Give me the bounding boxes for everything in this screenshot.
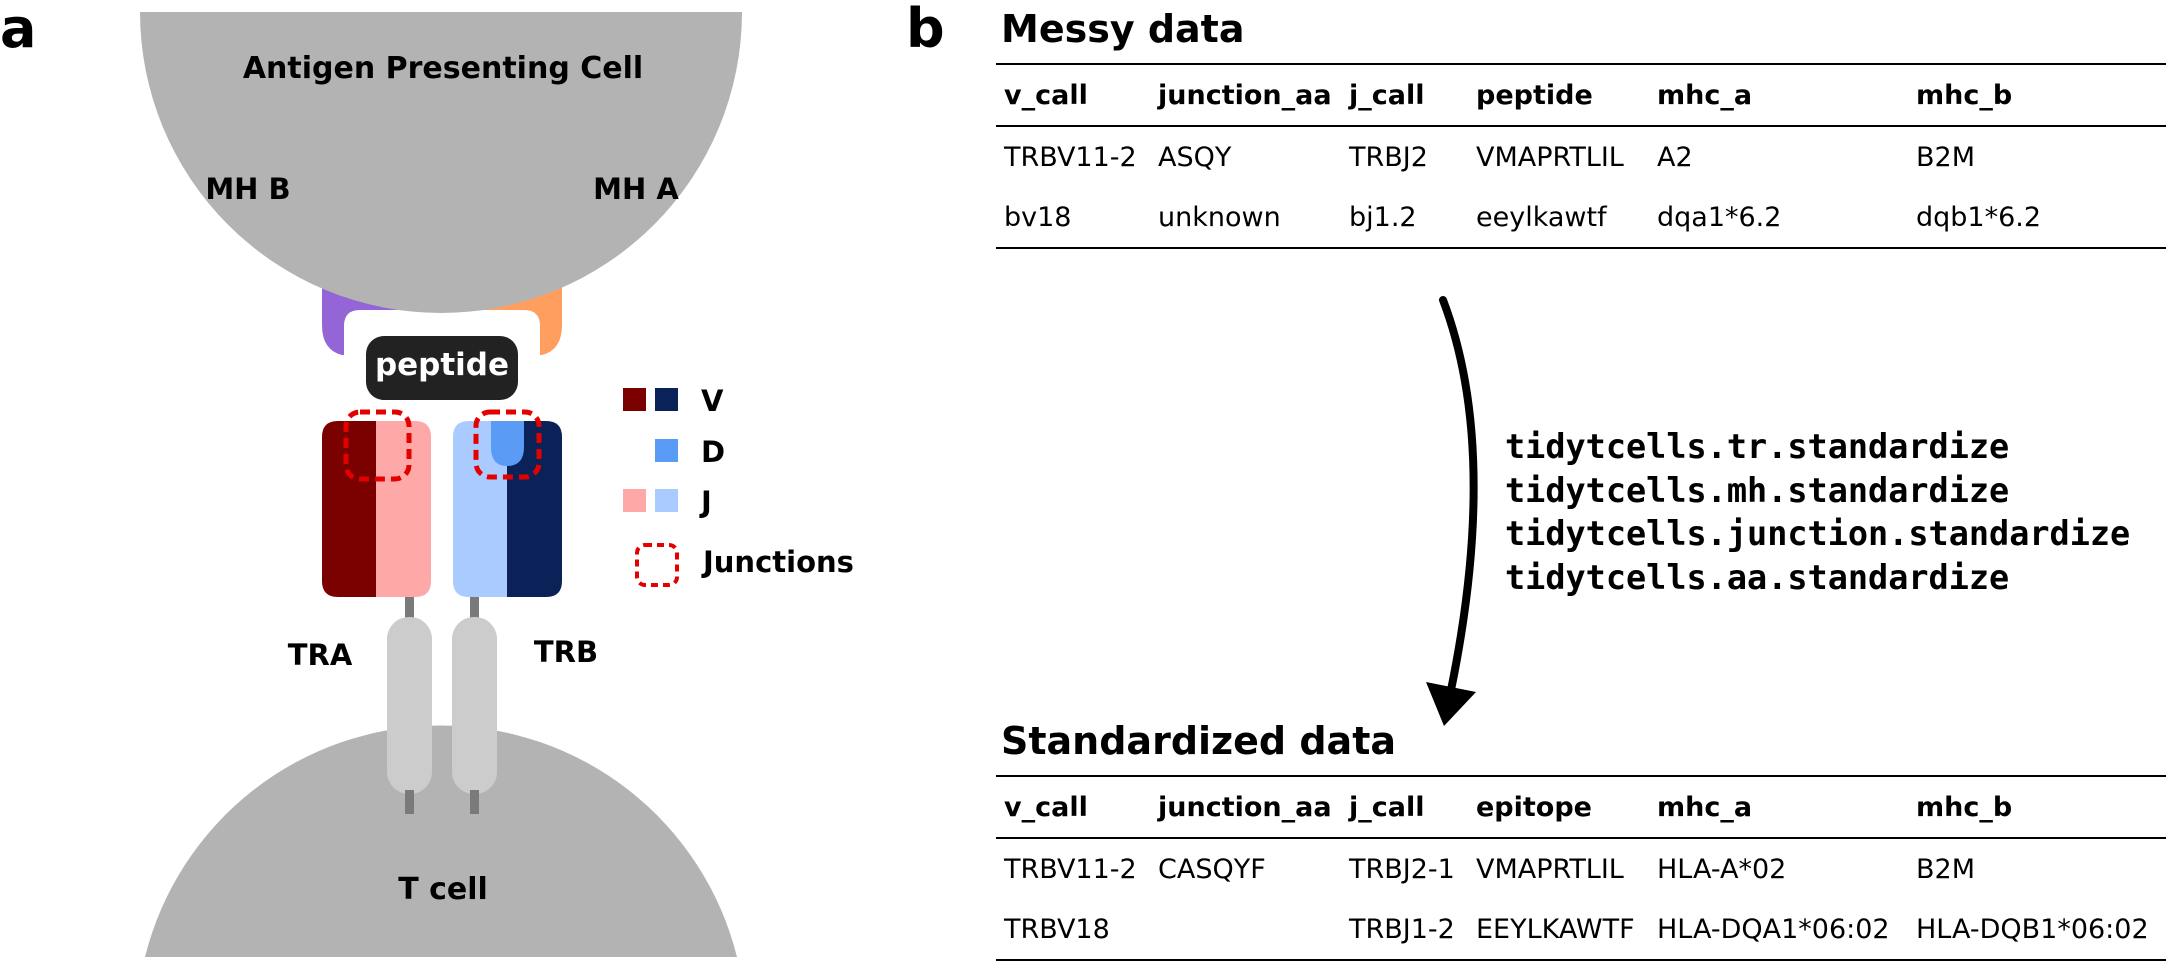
apc-label: Antigen Presenting Cell (243, 51, 643, 86)
tra-label: TRA (288, 638, 353, 672)
column-header: peptide (1468, 64, 1649, 127)
legend-d-label: D (701, 435, 725, 469)
t-cell-shape (145, 725, 737, 957)
trb-variable-domain (453, 421, 562, 597)
table-row: TRBV11-2 CASQYF TRBJ2-1 VMAPRTLIL HLA-A*… (996, 838, 2166, 899)
table-header-row: v_call junction_aa j_call peptide mhc_a … (996, 64, 2166, 127)
function-name: tidytcells.aa.standardize (1505, 557, 2010, 597)
table-cell: HLA-DQB1*06:02 (1916, 913, 2149, 945)
trb-stalk (452, 595, 497, 814)
table-cell: VMAPRTLIL (1476, 141, 1624, 173)
standardized-data-title: Standardized data (1001, 719, 1397, 763)
table-cell: eeylkawtf (1476, 201, 1607, 233)
table-cell: EEYLKAWTF (1476, 913, 1635, 945)
legend-junctions-label: Junctions (701, 545, 854, 579)
table-row: TRBV11-2 ASQY TRBJ2 VMAPRTLIL A2 B2M (996, 126, 2166, 187)
column-header: v_call (996, 64, 1150, 127)
mh-b-label: MH B (205, 172, 290, 206)
legend-j-swatch-beta (655, 489, 678, 512)
tra-junction-marker (343, 409, 412, 482)
function-name: tidytcells.junction.standardize (1505, 514, 2131, 553)
table-cell: TRBV11-2 (1004, 853, 1137, 885)
table-cell: TRBJ2 (1349, 141, 1428, 173)
peptide-shape (366, 336, 518, 400)
table-cell: TRBJ1-2 (1349, 913, 1455, 945)
t-cell-label: T cell (398, 872, 488, 907)
legend-v-swatch-beta (655, 388, 678, 411)
table-cell (1150, 899, 1341, 960)
legend-j-swatch-alpha (623, 489, 646, 512)
table-row: TRBV18 TRBJ1-2 EEYLKAWTF HLA-DQA1*06:02 … (996, 899, 2166, 960)
legend-j-label: J (699, 485, 712, 519)
column-header: mhc_a (1649, 776, 1908, 839)
table-cell: TRBJ2-1 (1349, 853, 1455, 885)
table-cell: HLA-DQA1*06:02 (1657, 913, 1890, 945)
messy-data-table: v_call junction_aa j_call peptide mhc_a … (996, 63, 2166, 249)
function-name: tidytcells.mh.standardize (1505, 470, 2010, 510)
table-cell: dqb1*6.2 (1916, 201, 2042, 233)
table-cell: B2M (1916, 853, 1975, 885)
table-cell: VMAPRTLIL (1476, 853, 1624, 885)
standardized-data-table: v_call junction_aa j_call epitope mhc_a … (996, 775, 2166, 961)
table-cell: unknown (1158, 201, 1281, 233)
peptide-label: peptide (375, 347, 509, 383)
column-header: j_call (1341, 64, 1468, 127)
table-cell: HLA-A*02 (1657, 853, 1787, 885)
table-cell: ASQY (1158, 141, 1232, 173)
table-header-row: v_call junction_aa j_call epitope mhc_a … (996, 776, 2166, 839)
standardize-arrow-head (1426, 682, 1476, 726)
table-cell: A2 (1657, 141, 1693, 173)
table-cell: CASQYF (1158, 853, 1266, 885)
function-name: tidytcells.tr.standardize (1505, 427, 2010, 466)
legend-d-swatch (655, 439, 678, 462)
legend-v-swatch-alpha (623, 388, 646, 411)
legend-v-label: V (701, 384, 724, 418)
table-cell: bv18 (1004, 201, 1072, 233)
column-header: mhc_a (1649, 64, 1908, 127)
column-header: mhc_b (1908, 776, 2166, 839)
trb-junction-marker (473, 409, 542, 480)
legend: V D J Junctions (623, 384, 854, 587)
column-header: v_call (996, 776, 1150, 839)
column-header: junction_aa (1150, 776, 1341, 839)
column-header: epitope (1468, 776, 1649, 839)
apc-shape (140, 12, 742, 313)
table-cell: B2M (1916, 141, 1975, 173)
standardize-function-list: tidytcells.tr.standardize tidytcells.mh.… (1505, 425, 2130, 599)
trb-label: TRB (534, 635, 598, 669)
tra-variable-domain (322, 421, 431, 597)
mh-a-label: MH A (593, 172, 679, 206)
table-cell: dqa1*6.2 (1657, 201, 1782, 233)
table-row: bv18 unknown bj1.2 eeylkawtf dqa1*6.2 dq… (996, 187, 2166, 248)
column-header: j_call (1341, 776, 1468, 839)
panel-b-letter: b (906, 0, 945, 60)
legend-junction-swatch (635, 543, 679, 587)
standardize-arrow (1439, 296, 1478, 694)
column-header: mhc_b (1908, 64, 2166, 127)
table-cell: TRBV18 (1004, 913, 1110, 945)
tra-stalk (387, 595, 432, 814)
panel-a-letter: a (0, 0, 37, 60)
table-cell: bj1.2 (1349, 201, 1417, 233)
trb-d-segment (491, 421, 524, 466)
column-header: junction_aa (1150, 64, 1341, 127)
table-cell: TRBV11-2 (1004, 141, 1137, 173)
messy-data-title: Messy data (1001, 7, 1245, 51)
